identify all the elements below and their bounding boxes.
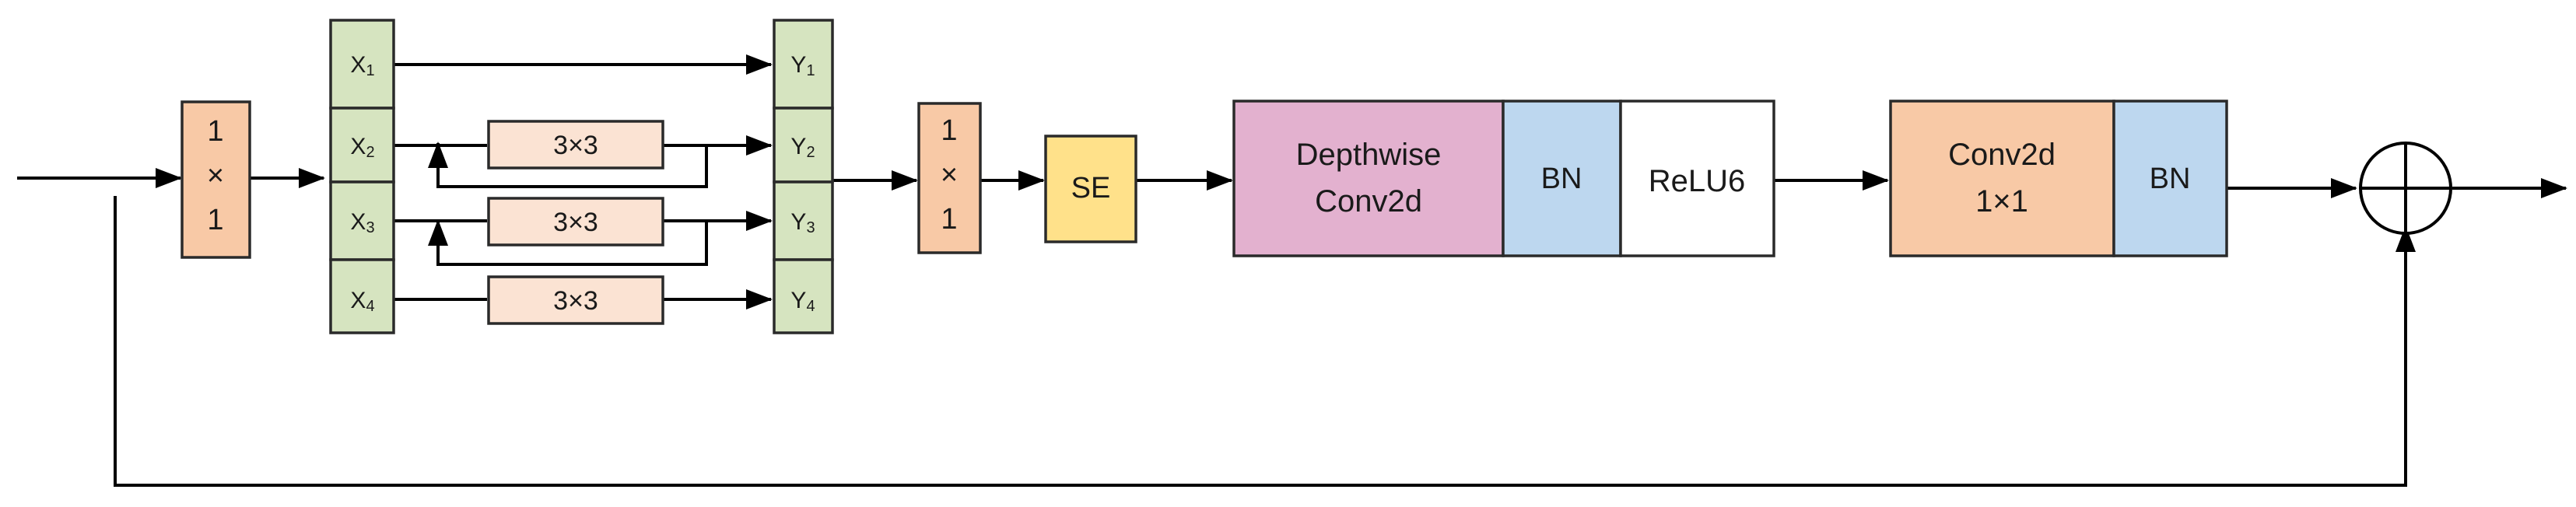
bn-label-2: BN: [2150, 163, 2191, 195]
split-x1-box: [329, 19, 395, 110]
conv3x3-label-1: 3×3: [553, 131, 598, 160]
conv1x1-output-line3: 1: [941, 203, 957, 236]
relu6-label: ReLU6: [1649, 164, 1746, 198]
split-x3-box: [329, 180, 395, 261]
conv1x1-output-block: 1 × 1: [917, 102, 982, 254]
split-input-column: X1 X2 X3 X4: [329, 19, 395, 334]
conv1x1-input-line2: ×: [207, 159, 224, 192]
split-y2-box: [773, 107, 834, 184]
conv3x3-label-2: 3×3: [553, 208, 598, 237]
conv3x3-label-3: 3×3: [553, 286, 598, 316]
conv1x1-input-line3: 1: [207, 204, 223, 236]
pointwise-stage: Conv2d 1×1 BN: [1889, 100, 2228, 257]
bn-box-2: [2112, 100, 2228, 257]
split-x3-label: X3: [350, 209, 374, 236]
conv2d-box: [1889, 100, 2115, 257]
split-y3-label: Y3: [790, 209, 815, 236]
se-block: SE: [1044, 135, 1137, 243]
depthwise-box: [1232, 100, 1505, 257]
conv1x1-output-box: [917, 102, 982, 254]
split-x1-label: X1: [350, 52, 374, 79]
conv1x1-input-block: 1 × 1: [180, 100, 251, 259]
split-x2-label: X2: [350, 134, 374, 161]
connection-lines: [17, 54, 2567, 487]
split-x4-box: [329, 258, 395, 334]
conv1x1-output-line1: 1: [941, 114, 957, 147]
conv1x1-output-line2: ×: [941, 159, 958, 191]
split-y4-label: Y4: [790, 288, 815, 315]
conv3x3-box-3: [487, 275, 664, 325]
conv3x3-box-2: [487, 197, 664, 247]
relu6-box: [1619, 100, 1775, 257]
se-label: SE: [1071, 172, 1111, 205]
conv1x1-input-box: [180, 100, 251, 259]
circle-plus-icon: [2359, 142, 2452, 235]
se-box: [1044, 135, 1137, 243]
split-y1-label: Y1: [790, 52, 815, 79]
conv2d-line1: Conv2d: [1948, 138, 2056, 172]
depthwise-line2: Conv2d: [1315, 184, 1422, 219]
conv3x3-box-1: [487, 120, 664, 170]
depthwise-stage: Depthwise Conv2d BN ReLU6: [1232, 100, 1775, 257]
split-y3-box: [773, 180, 834, 261]
bn-label-1: BN: [1541, 163, 1582, 195]
split-x2-box: [329, 107, 395, 184]
depthwise-line1: Depthwise: [1296, 138, 1442, 172]
conv2d-line2: 1×1: [1975, 184, 2028, 219]
conv1x1-input-line1: 1: [207, 115, 223, 148]
conv3x3-column: 3×3 3×3 3×3: [487, 120, 664, 325]
split-y2-label: Y2: [790, 134, 815, 161]
split-output-column: Y1 Y2 Y3 Y4: [773, 19, 834, 334]
split-x4-label: X4: [350, 288, 374, 315]
split-y4-box: [773, 258, 834, 334]
